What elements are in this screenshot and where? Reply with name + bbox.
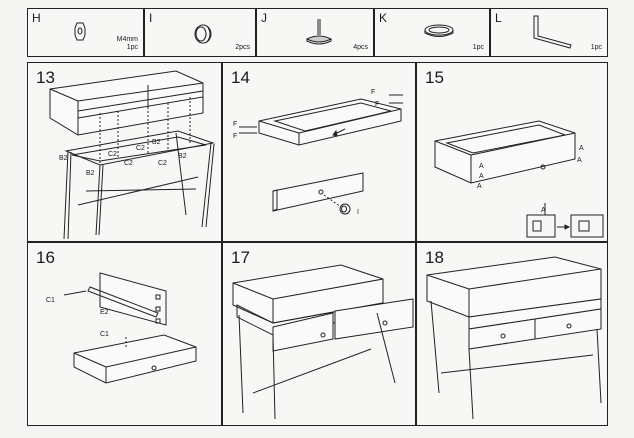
part-letter: L [495,11,502,25]
step-number: 13 [36,68,55,87]
part-cell-j: J 4pcs [256,8,374,57]
label-c1-bottom: C1 [100,331,109,338]
part-letter: J [261,11,267,25]
label-a2: A [479,173,484,180]
step-14-panel: 14 [222,62,416,242]
part-qty: 1pc [472,44,484,51]
label-c2-b: C2 [136,145,145,152]
part-cell-k: K 1pc [374,8,490,57]
part-qty: 1pc [590,44,602,51]
step-number: 14 [231,68,250,87]
label-c1-top: C1 [46,297,55,304]
drawer-box-illustration [223,63,417,243]
label-f4: F [375,101,380,108]
step-13-panel: 13 [27,62,222,242]
step-number: 15 [425,68,444,87]
step-number: 16 [36,248,55,267]
step-16-panel: 16 C1 E2 C1 [27,242,222,426]
label-c2-d: C2 [158,160,167,167]
label-b2-mid: B2 [152,139,161,146]
part-letter: H [32,11,41,25]
label-f2: F [233,133,238,140]
step-15-panel: 15 A A A A A A [416,62,608,242]
label-a6: A [541,207,546,214]
label-e2: E2 [100,309,109,316]
label-c2-a: C2 [108,151,117,158]
label-f3: F [371,89,376,96]
step-number: 17 [231,248,250,267]
step-17-panel: 17 [222,242,416,426]
nut-icon [28,9,145,58]
part-qty: 4pcs [353,44,368,51]
step-18-panel: 18 [416,242,608,426]
label-b2-right: B2 [178,153,187,160]
allen-key-icon [491,9,609,58]
knob-icon [145,9,257,58]
label-c2-c: C2 [124,160,133,167]
grommet-icon [375,9,491,58]
slide-rail-illustration [28,243,223,427]
step-number: 18 [425,248,444,267]
drawer-slides-illustration [417,63,609,243]
part-cell-i: I 2pcs [144,8,256,57]
label-f1: F [233,121,238,128]
label-b2-left: B2 [59,155,68,162]
label-a4: A [579,145,584,152]
label-b2-bottom: B2 [86,170,95,177]
label-a3: A [477,183,482,190]
label-a1: A [479,163,484,170]
drawer-insert-illustration [223,243,417,427]
part-cell-l: L 1pc [490,8,608,57]
foot-glide-icon [257,9,375,58]
part-cell-h: H M4mm 1pc [27,8,144,57]
label-i: I [357,209,359,216]
desk-frame-illustration [28,63,223,243]
finished-desk-illustration [417,243,609,427]
part-qty: 2pcs [235,44,250,51]
part-qty: M4mm 1pc [116,36,138,51]
label-a5: A [577,157,582,164]
part-letter: I [149,11,153,25]
part-letter: K [379,11,388,25]
